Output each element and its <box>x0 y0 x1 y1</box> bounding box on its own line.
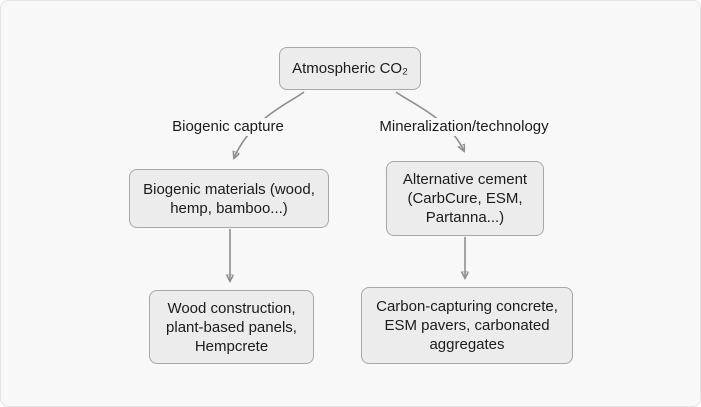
node-carbon-capturing-concrete: Carbon-capturing concrete, ESM pavers, c… <box>361 287 573 364</box>
node-biogenic-materials: Biogenic materials (wood, hemp, bamboo..… <box>129 169 329 228</box>
edge-label-mineralization-technology: Mineralization/technology <box>376 118 552 136</box>
edge-co2-to-alternative-cement <box>395 91 464 151</box>
node-wood-construction: Wood construction, plant-based panels, H… <box>149 290 314 364</box>
edge-co2-to-biogenic-materials <box>234 91 305 158</box>
node-alternative-cement: Alternative cement (CarbCure, ESM, Parta… <box>386 161 544 236</box>
node-atmospheric-co2: Atmospheric CO₂ <box>279 47 421 90</box>
edge-label-biogenic-capture: Biogenic capture <box>169 118 287 136</box>
